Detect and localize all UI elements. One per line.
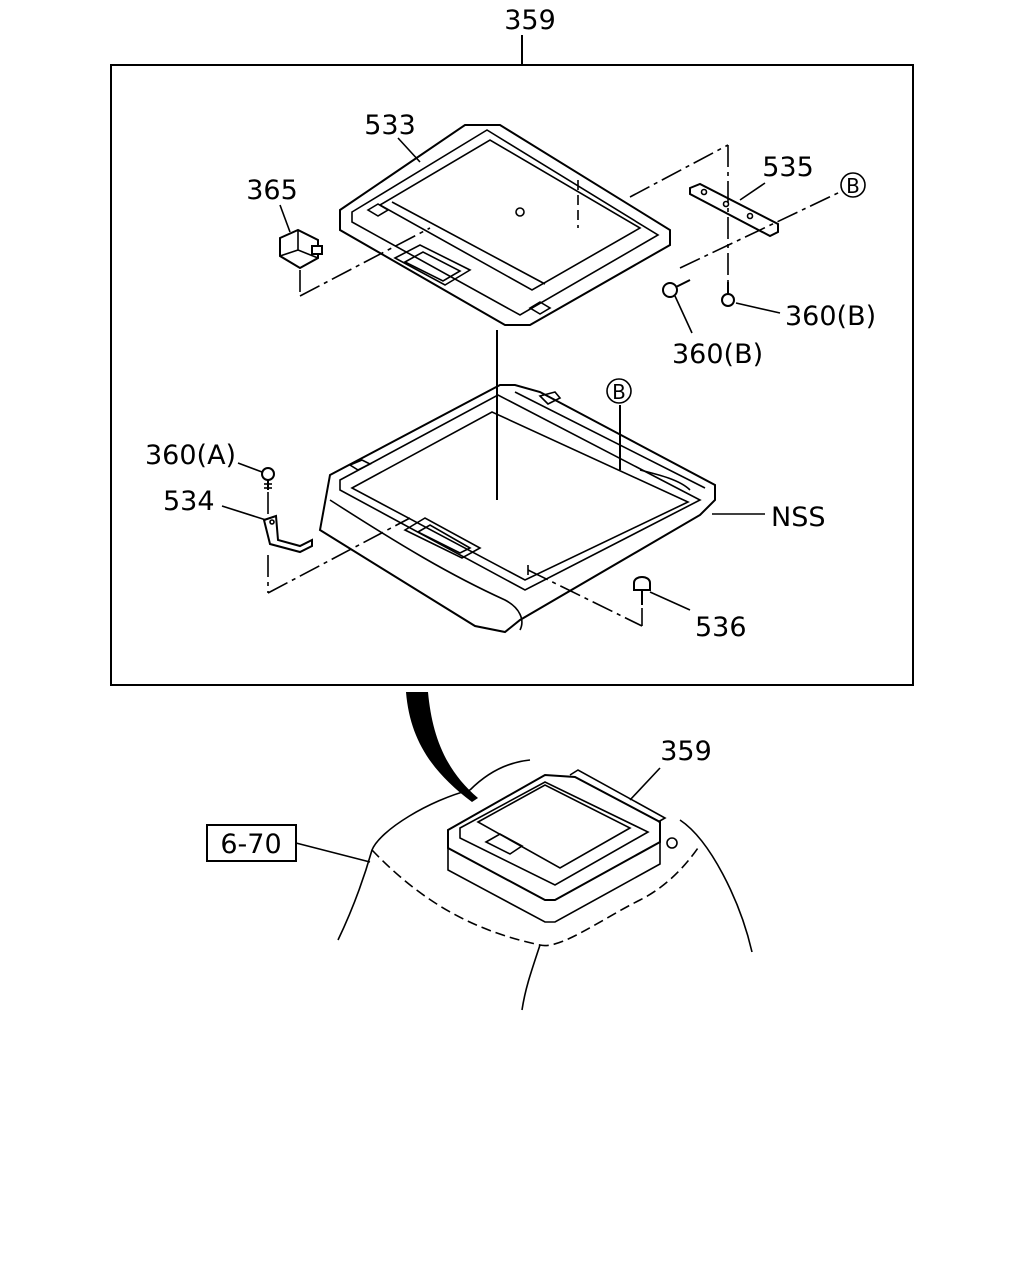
leader-360b-lower xyxy=(674,295,693,334)
console-base-nss xyxy=(318,384,716,634)
ref-page-box xyxy=(206,824,297,862)
label-part-535: 535 xyxy=(762,152,814,183)
leader-360a xyxy=(237,462,263,473)
label-part-365: 365 xyxy=(246,175,298,206)
b-ref-dash xyxy=(679,191,841,269)
leader-360b-right xyxy=(735,302,781,314)
label-part-534: 534 xyxy=(163,486,215,517)
switch-365-dash2 xyxy=(299,227,431,297)
leader-534 xyxy=(221,505,267,521)
label-part-360b-lower: 360(B) xyxy=(672,339,763,370)
ref-b-top-circle xyxy=(840,172,866,198)
screw-360b-right xyxy=(721,282,735,307)
bracket-535 xyxy=(689,182,779,238)
label-ref-b-top: B xyxy=(846,174,860,198)
lid-533 xyxy=(339,124,671,326)
label-ref-b-mid: B xyxy=(612,380,626,404)
lid-to-bracket-dash xyxy=(629,144,729,198)
clip-536-dash xyxy=(527,569,643,627)
label-assembly-359: 359 xyxy=(504,5,556,36)
leader-536 xyxy=(649,591,691,611)
location-arrow xyxy=(406,692,478,802)
label-part-360a: 360(A) xyxy=(145,440,236,471)
label-part-533: 533 xyxy=(364,110,416,141)
leader-359-overview xyxy=(629,767,661,801)
ref-b-mid-circle xyxy=(606,378,632,404)
leader-535 xyxy=(739,182,766,201)
switch-365 xyxy=(279,228,323,270)
leader-533 xyxy=(397,137,421,163)
leader-365 xyxy=(279,204,291,233)
detail-frame xyxy=(110,64,914,686)
bracket-534 xyxy=(262,514,313,554)
label-part-nss: NSS xyxy=(771,502,825,533)
screw-360b-lower xyxy=(662,279,691,298)
leader-ref-page xyxy=(295,842,371,863)
label-part-536: 536 xyxy=(695,612,747,643)
label-ref-page: 6-70 xyxy=(220,829,281,860)
console-overview xyxy=(337,759,753,1011)
bracket-534-dash xyxy=(267,517,411,594)
label-part-360b-right: 360(B) xyxy=(785,301,876,332)
clip-536 xyxy=(633,576,651,605)
screw-360a xyxy=(261,467,275,490)
label-assembly-359-overview: 359 xyxy=(660,736,712,767)
